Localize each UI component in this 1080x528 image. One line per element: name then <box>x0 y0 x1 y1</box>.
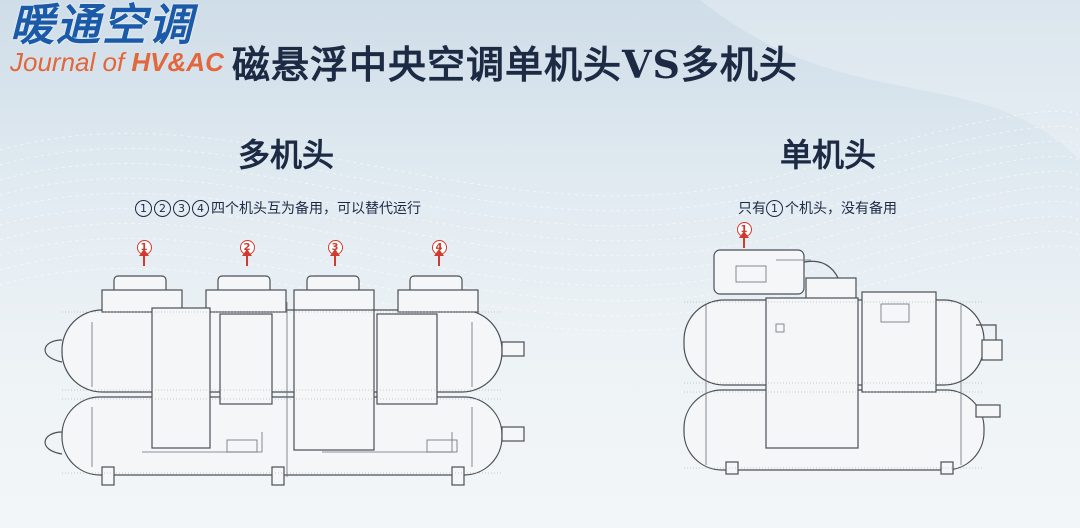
page-title: 磁悬浮中央空调单机头VS多机头 <box>232 42 798 87</box>
up-arrow-icon <box>434 249 444 266</box>
circle-number: 1 <box>766 200 783 217</box>
circle-number: 2 <box>154 200 171 217</box>
up-arrow-icon <box>330 249 340 266</box>
up-arrow-icon <box>739 231 749 248</box>
logo-english: Journal of HV&AC <box>10 47 224 77</box>
up-arrow-icon <box>139 249 149 266</box>
up-arrow-icon <box>242 249 252 266</box>
compressor-marker-single: 1 <box>729 222 759 249</box>
journal-logo: 暖通空调 Journal of HV&AC <box>10 0 224 77</box>
compressor-marker-1: 1 <box>129 240 159 267</box>
single-head-chiller-drawing <box>683 249 1003 475</box>
multi-head-chiller-drawing <box>44 275 525 486</box>
logo-chinese: 暖通空调 <box>10 0 194 51</box>
single-head-heading: 单机头 <box>780 136 877 174</box>
circle-number: 3 <box>173 200 190 217</box>
compressor-marker-2: 2 <box>232 240 262 267</box>
circle-number: 4 <box>192 200 209 217</box>
multi-head-heading: 多机头 <box>238 136 335 174</box>
circle-number: 1 <box>135 200 152 217</box>
compressor-marker-4: 4 <box>424 240 454 267</box>
compressor-marker-3: 3 <box>320 240 350 267</box>
